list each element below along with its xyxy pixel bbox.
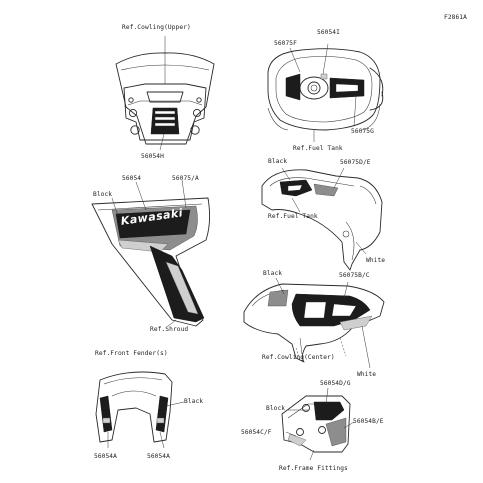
ref-fuel-tank-top-label: Ref.Fuel Tank xyxy=(293,145,343,152)
front-fender-illustration xyxy=(95,371,185,449)
tank-side-white-label: White xyxy=(366,257,386,264)
ref-front-fender-label: Ref.Front Fender(s) xyxy=(95,350,168,357)
ref-cowling-center-label: Ref.Cowling(Center) xyxy=(262,354,335,361)
fender-black-label: Black xyxy=(184,398,204,405)
part-56054h-label: 56054H xyxy=(141,153,164,160)
part-56054-label: 56054 xyxy=(122,175,142,182)
part-56054be-label: 56054B/E xyxy=(353,418,384,425)
frame-fittings-illustration xyxy=(281,387,355,461)
part-56054dg-label: 56054D/G xyxy=(320,380,351,387)
part-56075a-label: 56075/A xyxy=(172,175,199,182)
ref-shroud-label: Ref.Shroud xyxy=(150,326,189,333)
tank-side-black-label: Black xyxy=(268,158,288,165)
cowling-white-label: White xyxy=(357,371,377,378)
part-56075f-label: 56075F xyxy=(274,40,297,47)
part-56054i-label: 56054I xyxy=(317,29,340,36)
shroud-block-label: Block xyxy=(93,191,113,198)
figure-code: F2861A xyxy=(444,14,467,21)
ref-fuel-tank-side-label: Ref.Fuel Tank xyxy=(268,213,318,220)
shroud-illustration xyxy=(91,179,211,327)
part-56075de-label: 56075D/E xyxy=(340,159,371,166)
part-56054a-right-label: 56054A xyxy=(147,453,170,460)
fuel-tank-side-illustration xyxy=(261,167,383,271)
fittings-block-label: Block xyxy=(266,405,286,412)
part-56075g-label: 56075G xyxy=(351,128,374,135)
ref-frame-fittings-label: Ref.Frame Fittings xyxy=(279,465,348,472)
windshield-illustration xyxy=(115,36,215,151)
part-56054cf-label: 56054C/F xyxy=(241,429,272,436)
part-56054a-left-label: 56054A xyxy=(94,453,117,460)
ref-cowling-upper-label: Ref.Cowling(Upper) xyxy=(122,24,191,31)
cowling-center-illustration xyxy=(243,277,385,369)
cowling-black-label: Black xyxy=(263,270,283,277)
fuel-tank-top-illustration xyxy=(267,43,384,142)
part-56075bc-label: 56075B/C xyxy=(339,272,370,279)
